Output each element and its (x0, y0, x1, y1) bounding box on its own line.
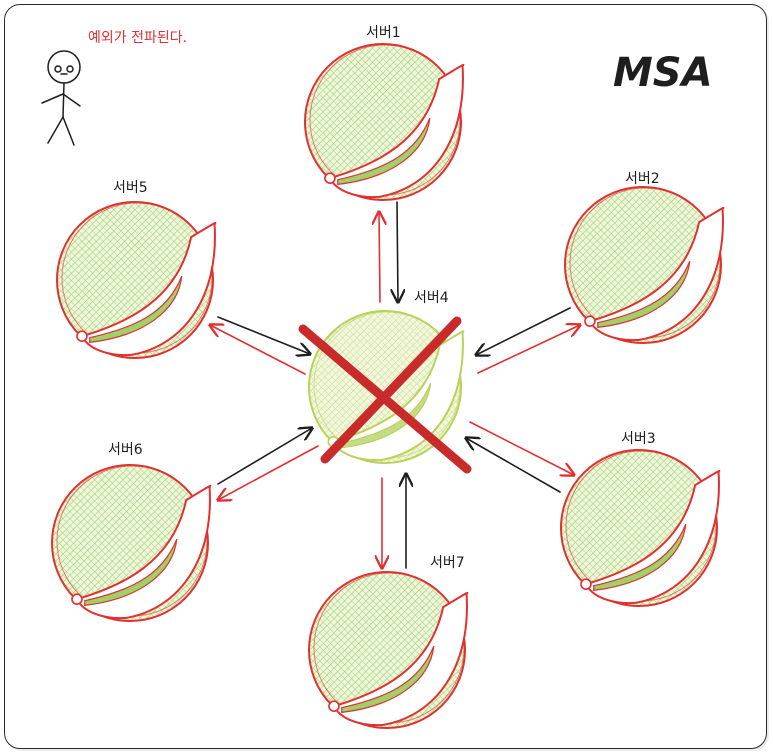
node-label-server7: 서버7 (430, 555, 465, 571)
leaf-dot (328, 700, 340, 712)
leaf-dot (71, 593, 83, 605)
exception-note: 예외가 전파된다. (88, 30, 187, 46)
edge-server1-to-server4 (397, 201, 398, 302)
edge-server4-to-server1 (379, 212, 380, 303)
leaf-dot (324, 172, 336, 184)
node-server1[interactable]: 서버1 (304, 25, 465, 201)
edge-server4-to-server2 (477, 325, 580, 374)
overlay-layer (298, 316, 472, 474)
node-server6[interactable]: 서버6 (51, 442, 212, 622)
leaf-strip (340, 382, 432, 449)
node-server4[interactable]: 서버4 (308, 290, 465, 464)
node-server3[interactable]: 서버3 (560, 431, 721, 607)
stick-figure-icon (41, 50, 81, 146)
leaf-icon (328, 63, 465, 199)
edge-server4-to-server3 (469, 421, 574, 475)
node-label-server4: 서버4 (414, 290, 449, 306)
node-label-server6: 서버6 (108, 442, 143, 458)
node-label-server1: 서버1 (366, 25, 401, 41)
leaf-strip (597, 260, 691, 329)
edge-server6-to-server4 (217, 428, 312, 485)
leaf-icon (584, 469, 721, 605)
node-label-server2: 서버2 (625, 171, 660, 187)
leaf-icon (80, 221, 217, 357)
edge-server3-to-server4 (466, 438, 561, 493)
leaf-strip (593, 523, 687, 592)
edge-server2-to-server4 (476, 307, 571, 355)
leaf-strip (84, 538, 178, 607)
node-server2[interactable]: 서버2 (564, 171, 725, 344)
leaf-icon (332, 330, 465, 462)
leaf-dot (580, 578, 592, 590)
leaf-strip (337, 117, 431, 186)
diagram-title: MSA (613, 50, 713, 96)
failure-cross-icon (298, 316, 472, 474)
leaf-icon (332, 591, 469, 727)
edge-server5-to-server4 (217, 316, 310, 354)
leaf-dot (76, 330, 88, 342)
leaf-strip (341, 645, 435, 714)
node-server7[interactable]: 서버7 (308, 555, 469, 729)
edges-layer (210, 201, 580, 568)
node-label-server3: 서버3 (621, 431, 656, 447)
leaf-icon (588, 206, 725, 342)
nodes-layer: 서버1 서버2 서버3 서버4 서버5 서버6 서버7 (51, 25, 725, 729)
node-label-server5: 서버5 (113, 180, 148, 196)
node-server5[interactable]: 서버5 (56, 180, 217, 359)
leaf-strip (89, 275, 183, 344)
edge-server4-to-server6 (218, 445, 319, 500)
leaf-icon (75, 484, 212, 620)
edge-server4-to-server5 (210, 325, 306, 375)
leaf-dot (584, 315, 596, 327)
